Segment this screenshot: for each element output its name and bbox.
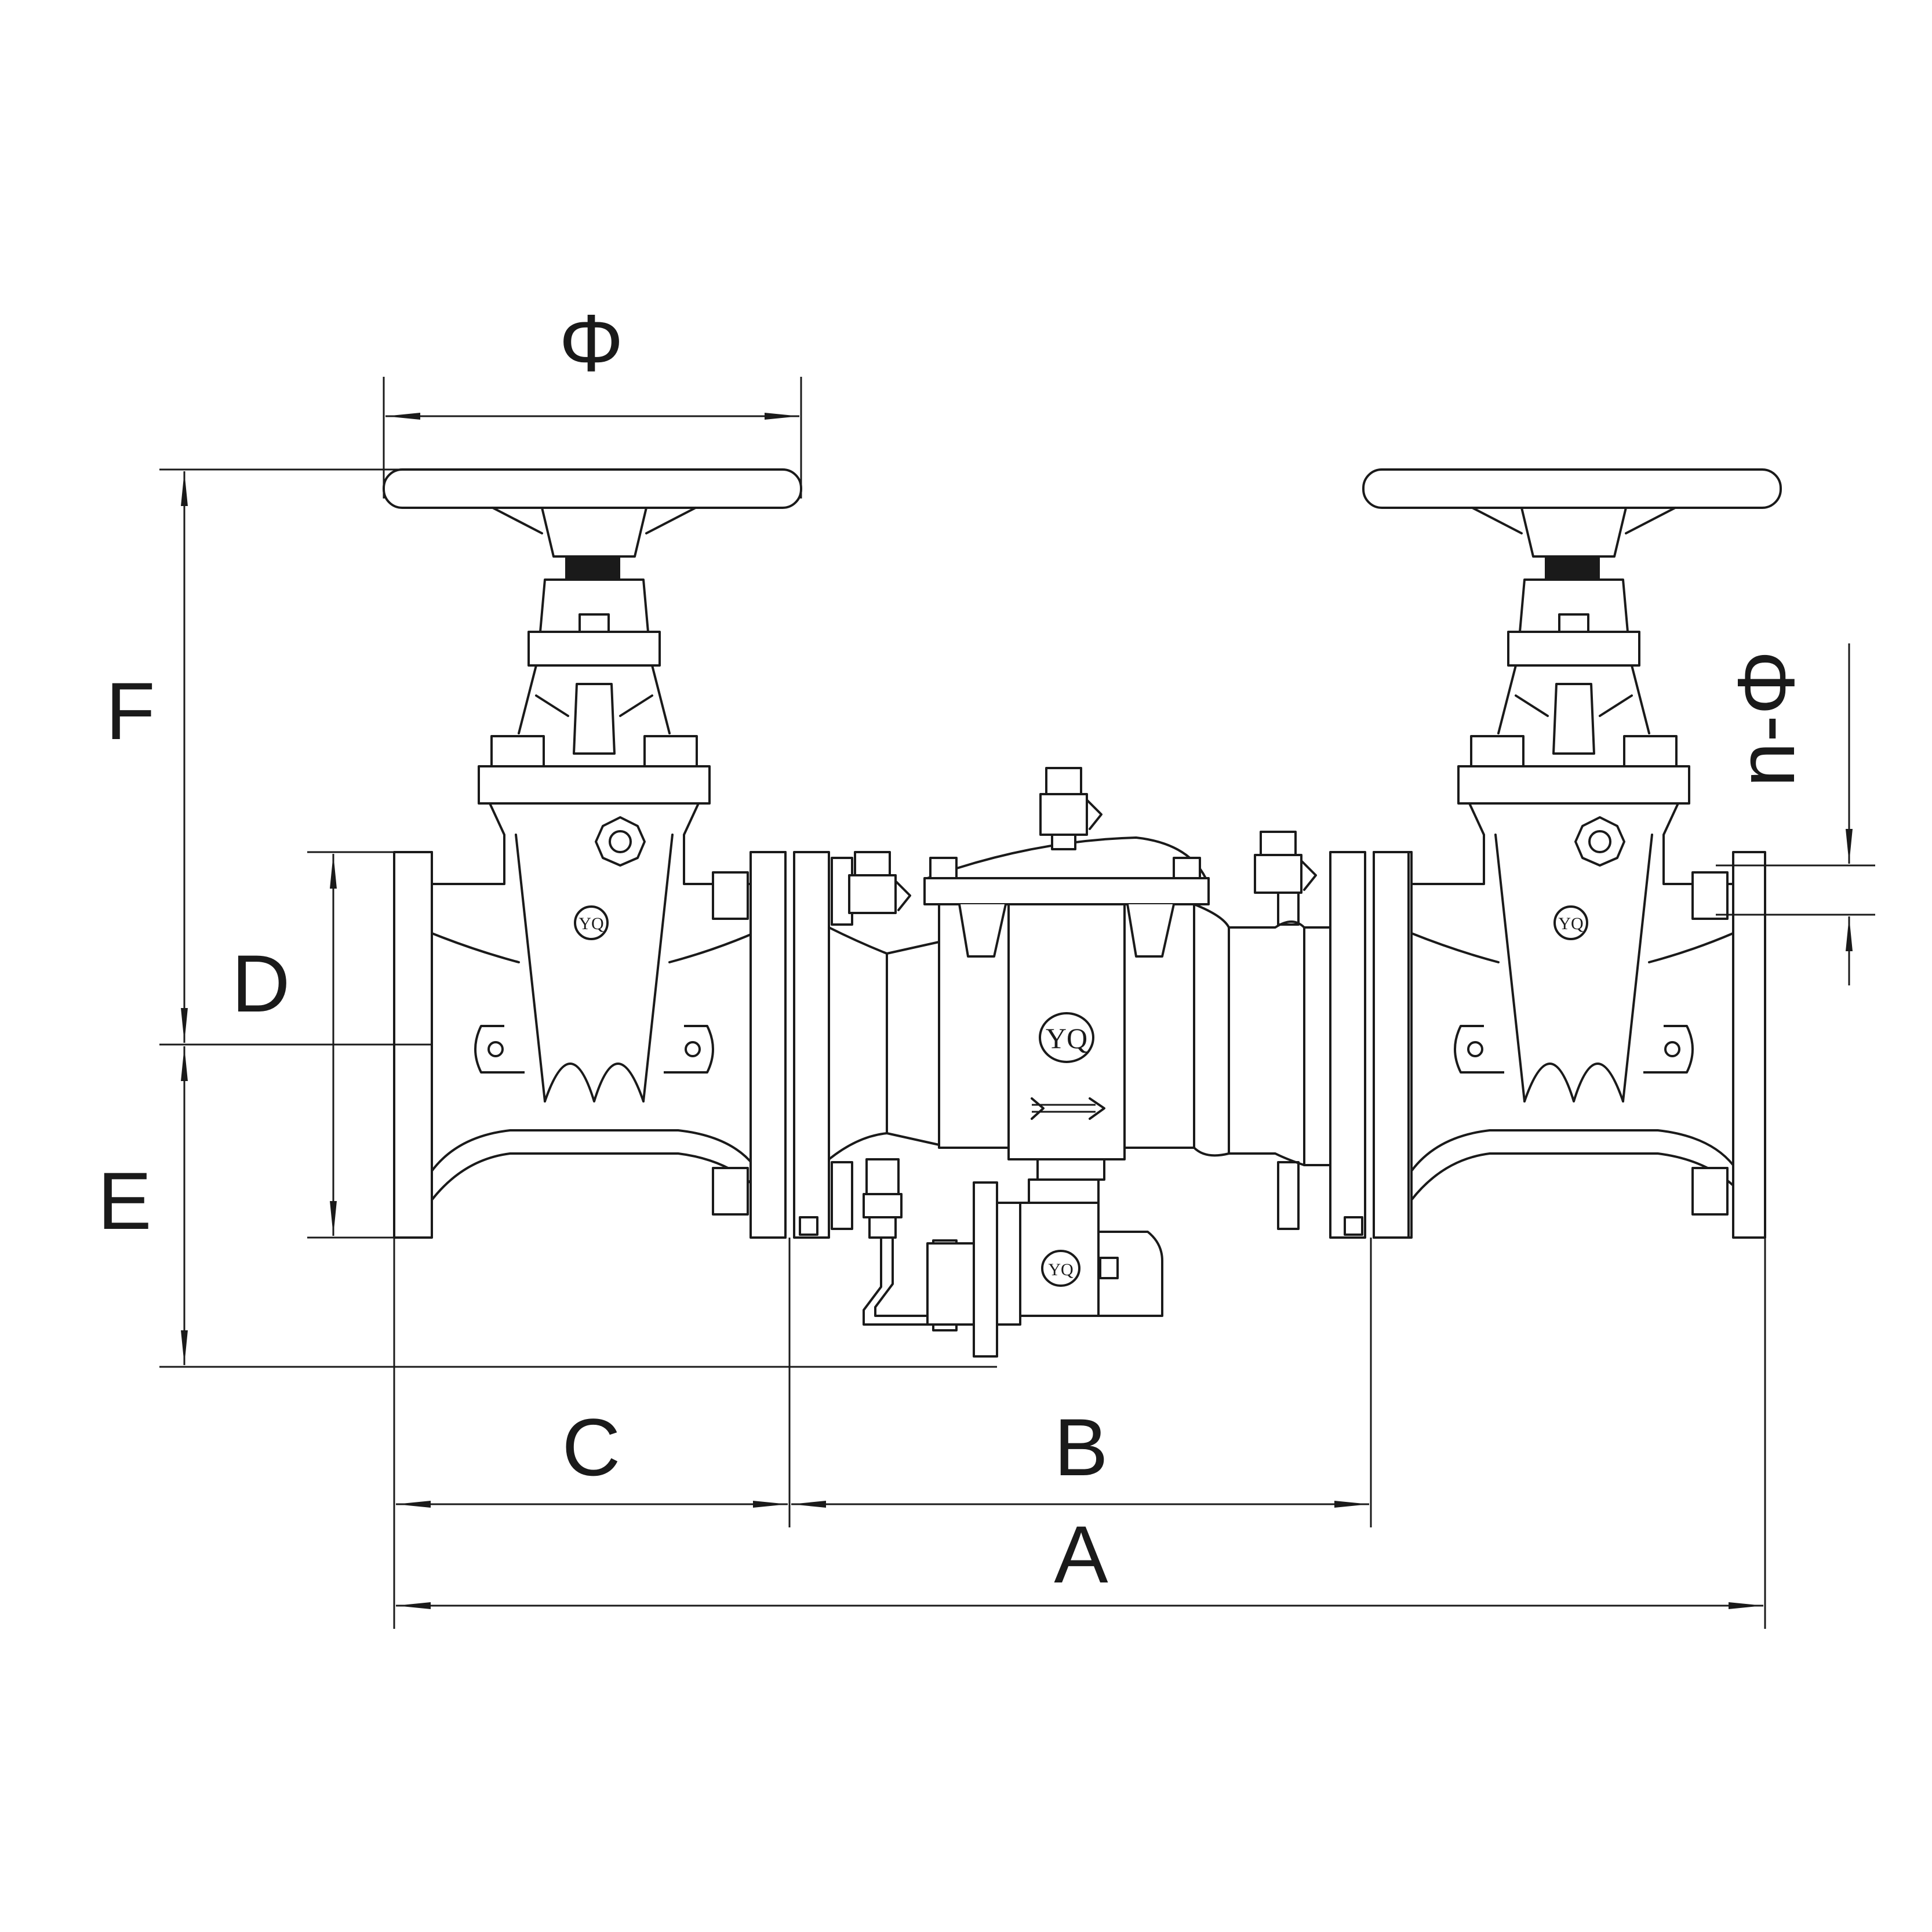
dim-label-e: E (97, 1155, 151, 1246)
dim-label-phi: Φ (559, 297, 624, 388)
dim-label-c: C (562, 1402, 620, 1493)
dimension-lines (159, 377, 1875, 1629)
logo-center: YQ (1046, 1022, 1087, 1054)
dim-label-n-phi: n-Φ (1720, 650, 1811, 787)
check-valve-center: YQ (749, 767, 1410, 1239)
dim-label-d: D (231, 938, 290, 1029)
gate-valve-left: YQ (383, 468, 802, 1239)
logo-left: YQ (578, 914, 604, 933)
logo-right: YQ (1558, 914, 1584, 933)
relief-valve: YQ (863, 1158, 1163, 1358)
logo-relief: YQ (1048, 1260, 1074, 1279)
gate-valve-right: YQ (1362, 468, 1782, 1239)
flow-arrow-icon (1031, 1097, 1105, 1120)
dim-label-f: F (105, 665, 155, 756)
dim-label-b: B (1054, 1402, 1108, 1493)
dim-label-a: A (1054, 1509, 1108, 1600)
